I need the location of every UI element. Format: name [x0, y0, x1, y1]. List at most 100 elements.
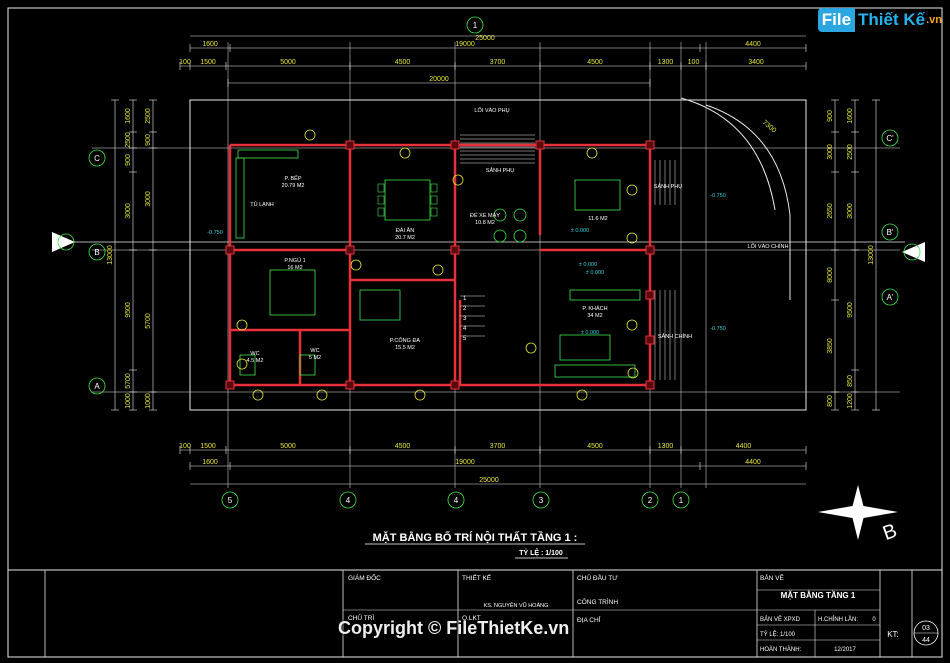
door-tag-5: [626, 232, 638, 244]
level-mark-5: -0.750: [710, 326, 726, 332]
dim-top-row2-label-7: 100: [688, 59, 700, 66]
axis-bottom-3: [532, 491, 550, 509]
room-area-9: 16 M2: [287, 265, 302, 271]
dining-chair-l-2: [377, 207, 385, 217]
column-6: [450, 245, 460, 255]
room-name-14: SẢNH CHÍNH: [658, 333, 692, 340]
column-0: [345, 140, 355, 150]
tb-hoan-thanh: HOÀN THÀNH:: [760, 646, 802, 653]
logo-tld: .vn: [926, 14, 942, 26]
column-8: [225, 380, 235, 390]
room-area-10: 34 M2: [587, 313, 602, 319]
dim-top-row2-label-5: 4500: [587, 59, 603, 66]
tb-sheet-no-top: 03: [922, 625, 930, 632]
site-logo: File Thiết Kế .vn: [817, 8, 942, 32]
dim-left-inner-label-4: 1000: [145, 393, 152, 409]
toilet-a: [239, 354, 256, 376]
room-name-4: SẢNH PHỤ: [486, 167, 514, 174]
tb-thiet-ke-name: KS. NGUYỄN VŨ HOÀNG: [484, 602, 549, 609]
tb-ban-ve: BẢN VẼ: [760, 573, 785, 582]
door-tag-8: [525, 342, 537, 354]
dim-top-row1-label-0: 1600: [202, 41, 218, 48]
tb-hoan-thanh-val: 12/2017: [834, 647, 856, 653]
door-tag-6: [350, 259, 362, 271]
dim-top-row2-label-0: 100: [179, 59, 191, 66]
door-tag-0: [304, 129, 316, 141]
level-mark-4: -0.750: [710, 193, 726, 199]
sofa: [559, 334, 611, 361]
axis-left-A: [88, 377, 106, 395]
axis-top-1: [466, 16, 484, 34]
dim-top-row1-label-2: 4400: [745, 41, 761, 48]
level-mark-0: -0.750: [207, 230, 223, 236]
furniture: [235, 149, 641, 378]
dim-bot-row2-label-0: 1600: [202, 459, 218, 466]
axis-bottom-3-label: 3: [539, 496, 544, 505]
drawing-title: MẶT BẰNG BỐ TRÍ NỘI THẤT TẦNG 1 :: [373, 530, 578, 544]
axis-bottom-0-label: 5: [228, 496, 233, 505]
room-name-12: WC: [250, 351, 259, 357]
kitchen-counter-side: [235, 157, 245, 239]
room-area-13: 5 M2: [309, 355, 321, 361]
dim-right-inner-label-0: 900: [827, 110, 834, 122]
axis-right-1-label: B': [887, 228, 894, 237]
dim-left-mid-label-2: 900: [125, 154, 132, 166]
dim-top-row2-label-3: 4500: [395, 59, 411, 66]
tb-chu-tri: CHỦ TRÌ: [348, 613, 374, 622]
tb-chu-dau-tu: CHỦ ĐẦU TƯ: [577, 572, 618, 582]
column-9: [345, 380, 355, 390]
sofa-back: [569, 289, 641, 301]
dim-right-inner-label-1: 3000: [827, 144, 834, 160]
tb-giam-doc: GIÁM ĐỐC: [348, 572, 381, 582]
door-tag-14: [316, 389, 328, 401]
axis-bottom-2-label: 4: [454, 496, 459, 505]
axis-left-B: [88, 243, 106, 261]
door-tag-16: [576, 389, 588, 401]
dim-left-inner-label-0: 2500: [145, 108, 152, 124]
logo-name: Thiết Kế: [858, 10, 926, 29]
door-tag-10: [236, 358, 248, 370]
dim-right-outer-label-0: 13000: [868, 245, 875, 265]
door-tag-13: [252, 389, 264, 401]
room-name-9: P.NGỦ 1: [284, 257, 305, 264]
dim-bot-row2-label-1: 19000: [455, 459, 475, 466]
motorbike-wheel-d: [513, 229, 527, 243]
column-13: [645, 335, 655, 345]
compass-ew: [818, 505, 898, 519]
dim-right-mid-label-0: 1600: [847, 108, 854, 124]
dim-left-mid-label-6: 1000: [125, 393, 132, 409]
dim-left-mid-label-3: 3000: [125, 203, 132, 219]
tb-h-chinh-val: 0: [872, 617, 876, 623]
walls: [225, 97, 791, 390]
motorbike-wheel-a: [493, 208, 507, 222]
dim-right-mid-label-3: 9500: [847, 302, 854, 318]
dim-right-mid-label-5: 1200: [847, 393, 854, 409]
room-name-5: ĐỂ XE MÁY: [470, 212, 500, 219]
room-name-13: WC: [310, 348, 319, 354]
drawing-scale: TỶ LỆ : 1/100: [519, 548, 563, 557]
dim-top-row2-label-2: 5000: [280, 59, 296, 66]
dim-left-outer-label-0: 13000: [107, 245, 114, 265]
axis-bottom-1: [339, 491, 357, 509]
dim-top-row2-label-1: 1500: [200, 59, 216, 66]
tb-qlkt: Q.LKT: [462, 615, 481, 622]
bed: [269, 269, 316, 316]
dim-right-inner-label-5: 800: [827, 395, 834, 407]
column-3: [645, 140, 655, 150]
dim-left-inner-label-1: 900: [145, 134, 152, 146]
axis-left-C: [88, 149, 106, 167]
tb-dia-chi: ĐỊA CHỈ: [577, 615, 601, 624]
title-block-frame: [7, 569, 943, 658]
axis-left-C-label: C: [94, 154, 100, 163]
column-2: [535, 140, 545, 150]
drawing-frame: [7, 7, 943, 658]
dim-bot-row2-label-2: 4400: [745, 459, 761, 466]
dim-top-row1-label-1: 19000: [455, 41, 475, 48]
stair-number-2: 3: [463, 316, 467, 322]
tb-kt: KT:: [887, 630, 899, 639]
column-5: [345, 245, 355, 255]
